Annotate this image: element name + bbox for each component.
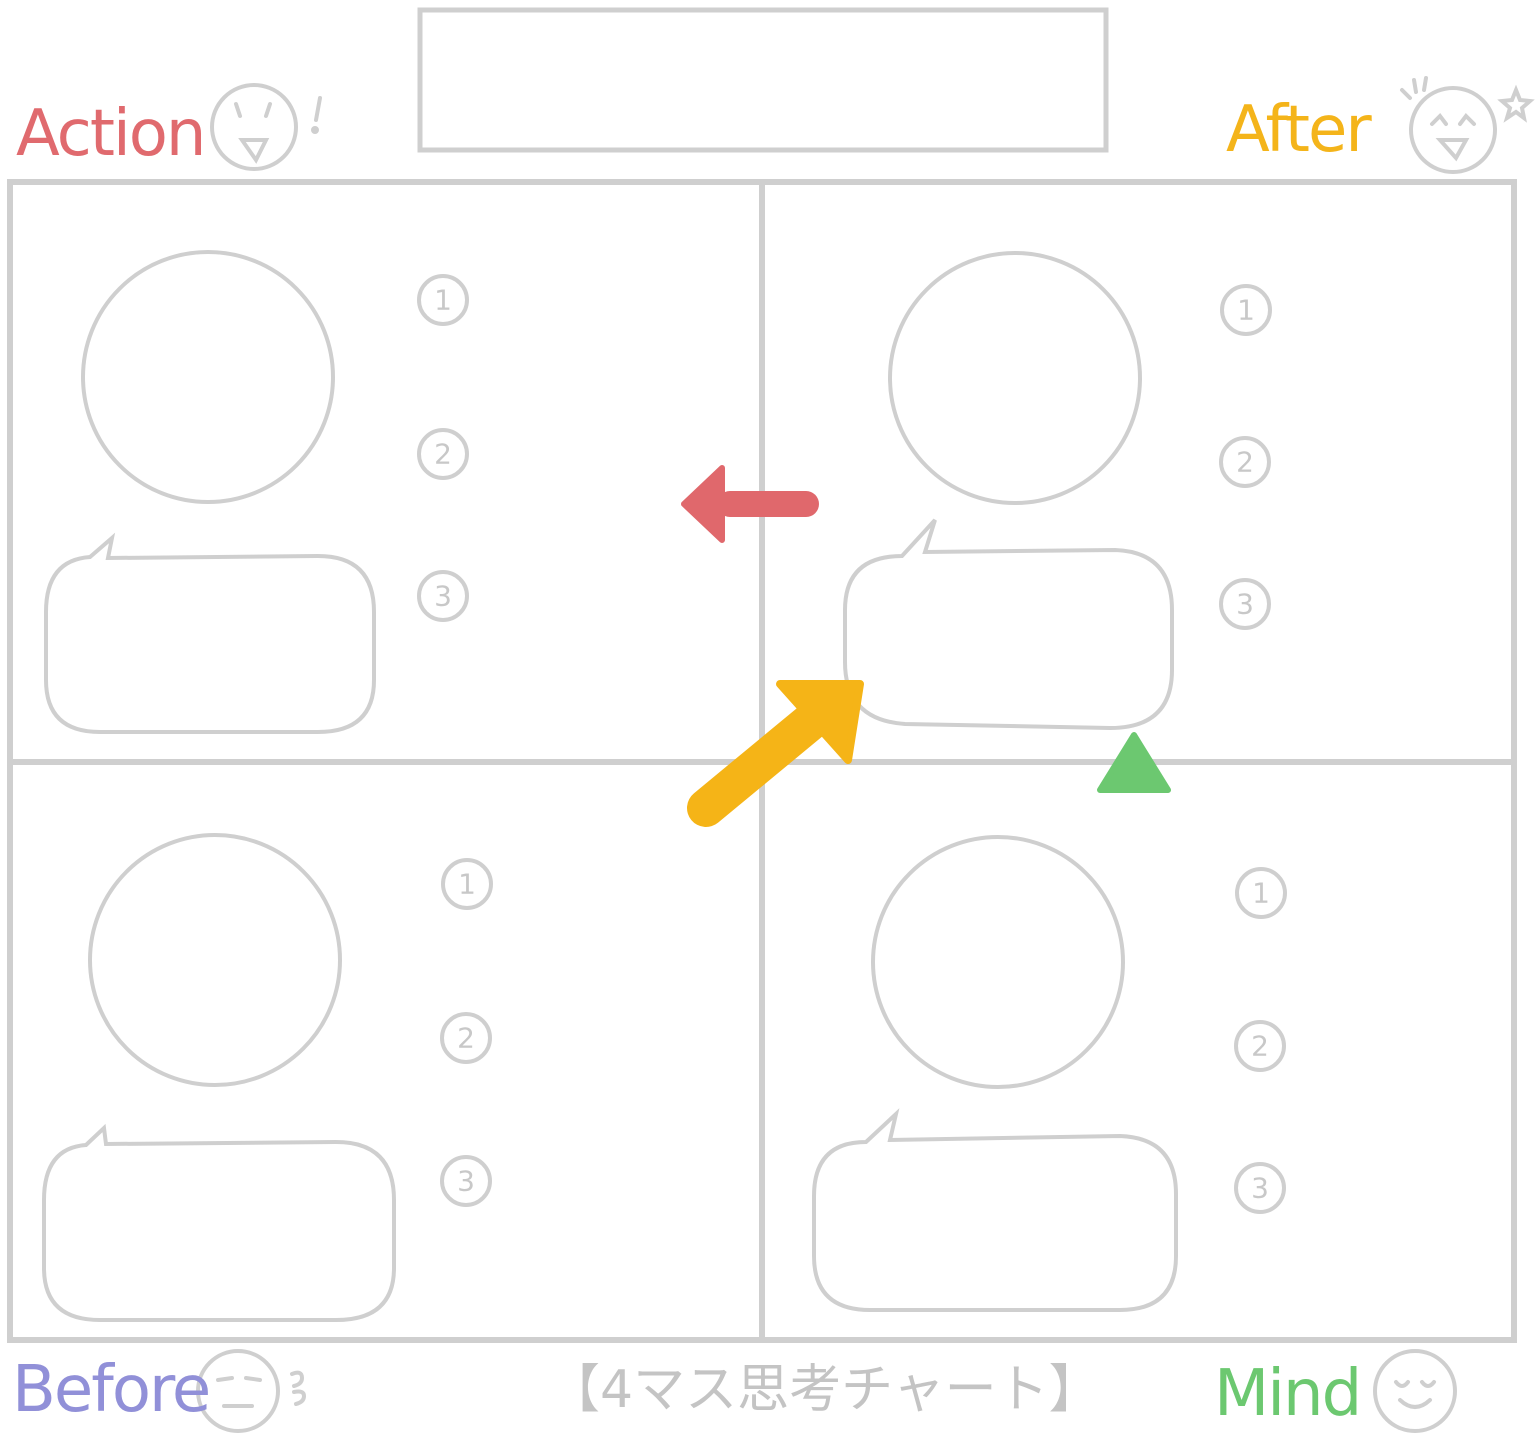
point-2-marker: 2: [1219, 436, 1271, 488]
content-face-icon: [1373, 1349, 1457, 1433]
svg-text:3: 3: [434, 580, 452, 613]
point-2-marker: 2: [440, 1012, 492, 1064]
label-mind: Mind: [1214, 1357, 1362, 1431]
panel-before: 1 2 3: [42, 833, 493, 1322]
svg-text:3: 3: [1236, 588, 1254, 621]
svg-text:3: 3: [1251, 1172, 1269, 1205]
face-circle[interactable]: [81, 250, 335, 504]
speech-bubble[interactable]: [812, 1108, 1178, 1312]
triangle-marker-icon: [1097, 732, 1171, 793]
panel-mind: 1 2 3: [812, 835, 1287, 1312]
laughing-face-icon: [1400, 76, 1535, 174]
point-2-marker: 2: [417, 428, 469, 480]
svg-text:2: 2: [457, 1022, 475, 1055]
label-action: Action: [16, 97, 206, 171]
point-1-marker: 1: [1220, 284, 1272, 336]
label-before: Before: [12, 1353, 211, 1427]
speech-bubble[interactable]: [44, 532, 376, 734]
svg-text:2: 2: [1236, 446, 1254, 479]
svg-text:3: 3: [457, 1165, 475, 1198]
svg-text:2: 2: [1251, 1030, 1269, 1063]
face-circle[interactable]: [888, 251, 1142, 505]
panel-action: 1 2 3: [44, 250, 469, 734]
worried-face-icon: [196, 1349, 307, 1433]
point-1-marker: 1: [1235, 867, 1287, 919]
point-3-marker: 3: [1219, 578, 1271, 630]
point-3-marker: 3: [440, 1155, 492, 1207]
surprised-face-icon: [210, 83, 322, 171]
footer-caption: 【4マス思考チャート】: [548, 1360, 1101, 1420]
point-1-marker: 1: [441, 858, 493, 910]
point-2-marker: 2: [1234, 1020, 1286, 1072]
speech-bubble[interactable]: [42, 1123, 396, 1322]
point-3-marker: 3: [1234, 1162, 1286, 1214]
svg-text:1: 1: [458, 868, 476, 901]
face-circle[interactable]: [88, 833, 342, 1087]
left-arrow-icon: [681, 465, 819, 543]
point-3-marker: 3: [417, 570, 469, 622]
title-box[interactable]: [417, 7, 1109, 153]
svg-text:1: 1: [1252, 877, 1270, 910]
svg-text:2: 2: [434, 438, 452, 471]
face-circle[interactable]: [871, 835, 1125, 1089]
label-after: After: [1226, 93, 1372, 167]
speech-bubble[interactable]: [843, 518, 1174, 731]
svg-text:1: 1: [1237, 294, 1255, 327]
diagonal-arrow-icon: [687, 680, 864, 827]
panel-after: 1 2 3: [843, 251, 1272, 731]
point-1-marker: 1: [417, 274, 469, 326]
svg-text:1: 1: [434, 284, 452, 317]
